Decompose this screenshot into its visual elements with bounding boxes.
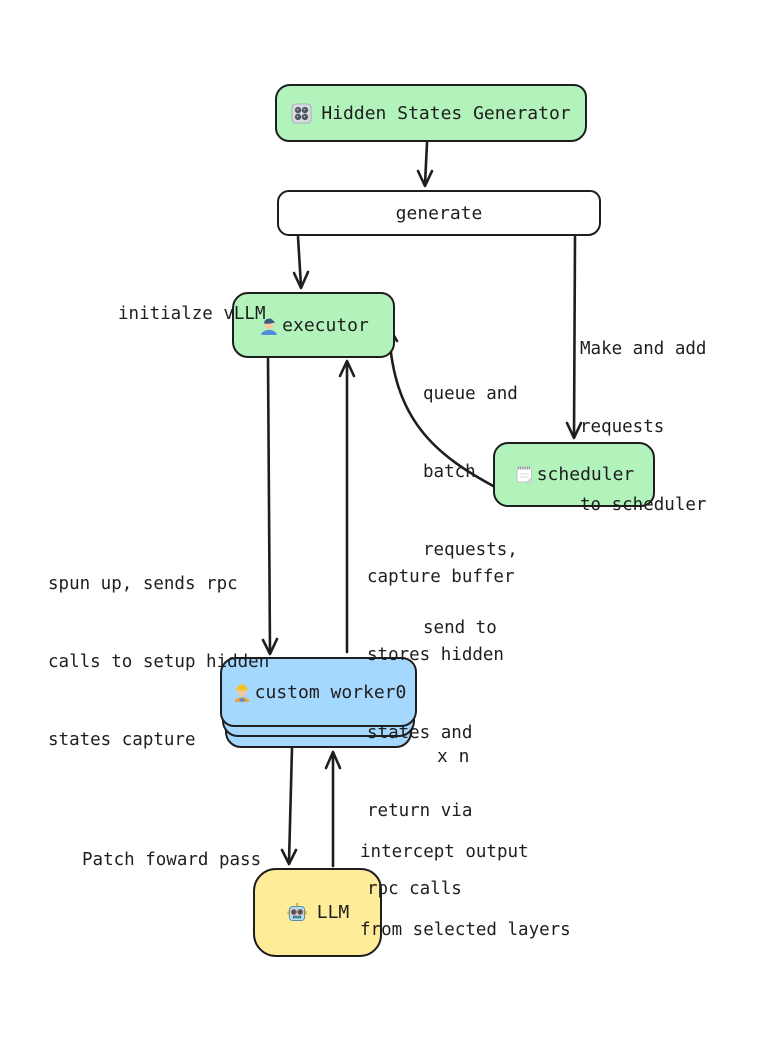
label-initialize-vllm: initialze vLLM: [118, 304, 266, 324]
node-executor: executor: [232, 292, 395, 358]
arrow-generate-to-executor: [292, 235, 310, 290]
worker-multiplier-label: x n: [437, 746, 470, 767]
label-capture-buffer: capture buffer stores hidden states and …: [367, 567, 515, 899]
node-label: Hidden States Generator: [321, 102, 571, 124]
node-label: scheduler: [536, 464, 635, 485]
node-label: generate: [395, 202, 483, 224]
label-queue-and-batch: queue and batch requests, send to: [423, 384, 518, 638]
arrow-generate-to-scheduler: [565, 235, 583, 440]
spiral-notepad-icon: [514, 464, 535, 485]
construction-worker-icon: [231, 681, 253, 703]
label-spun-up-rpc: spun up, sends rpc calls to setup hidden…: [48, 574, 270, 750]
node-custom-worker: custom worker0: [220, 657, 417, 727]
node-scheduler: scheduler: [493, 442, 655, 507]
arrow-llm-to-worker: [324, 750, 342, 868]
factory-worker-icon: [258, 314, 280, 336]
arrow-worker-to-llm: [280, 746, 298, 866]
robot-icon: [286, 902, 308, 924]
node-custom-worker-stack: custom worker0: [220, 657, 417, 749]
control-knobs-icon: [291, 102, 312, 124]
arrow-generator-to-generate: [416, 141, 434, 188]
label-intercept-output: intercept output from selected layers: [360, 842, 571, 940]
arrow-worker-to-executor: [338, 359, 356, 654]
label-patch-forward-pass: Patch foward pass: [82, 850, 262, 870]
label-make-and-add-requests: Make and add requests to scheduler: [580, 339, 707, 515]
node-label: executor: [282, 314, 369, 336]
node-label: LLM: [316, 902, 350, 923]
node-label: custom worker0: [254, 681, 407, 703]
node-generate: generate: [277, 190, 601, 236]
node-hidden-states-generator: Hidden States Generator: [275, 84, 587, 142]
node-llm: LLM: [253, 868, 382, 957]
